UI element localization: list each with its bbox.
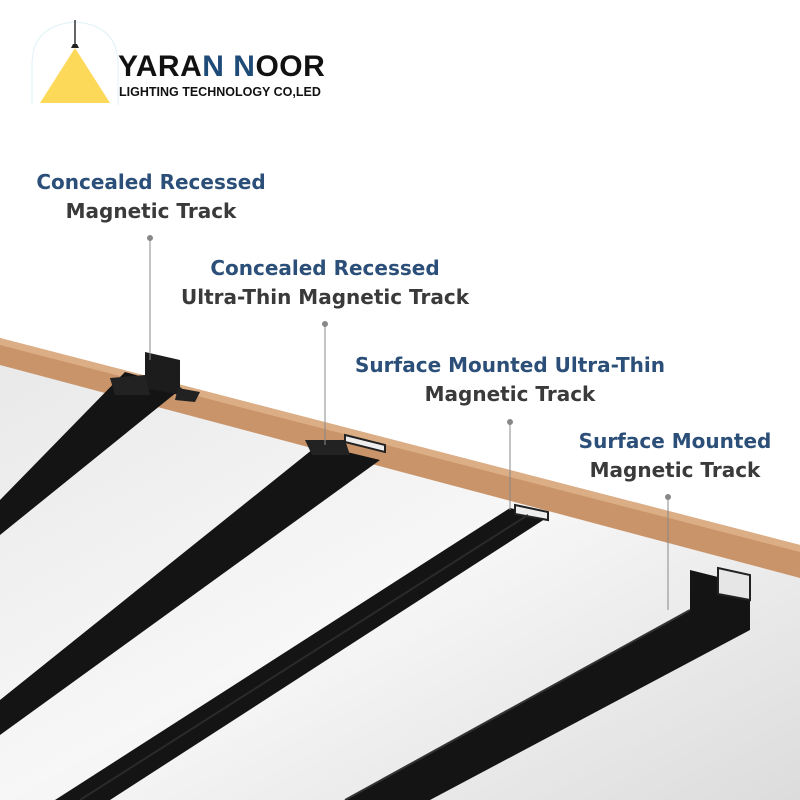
track-concealed-recessed [0, 352, 200, 535]
label-concealed-recessed: Concealed Recessed Magnetic Track [20, 168, 282, 226]
wood-beam-top [0, 338, 800, 552]
label-surface-ultrathin: Surface Mounted Ultra-Thin Magnetic Trac… [340, 351, 680, 409]
brand-name: YARAN NOOR [118, 50, 325, 84]
company-logo: YARAN NOOR LIGHTING TECHNOLOGY CO,LED [30, 20, 330, 110]
brand-suffix: OOR [255, 50, 326, 83]
leader-lines [147, 235, 671, 610]
brand-space [224, 50, 233, 83]
brand-n1: N [202, 50, 225, 83]
label-surface-mounted: Surface Mounted Magnetic Track [560, 427, 790, 485]
brand-n2: N [233, 50, 256, 83]
pendant-lamp-icon [31, 20, 119, 105]
wood-beam [0, 338, 800, 578]
label-subtitle: Magnetic Track [589, 458, 761, 482]
label-title: Concealed Recessed [210, 256, 440, 280]
track-surface-mounted [344, 566, 751, 800]
label-title: Concealed Recessed [36, 170, 266, 194]
track-concealed-ultrathin [0, 433, 386, 735]
label-subtitle: Magnetic Track [65, 199, 237, 223]
brand-subtitle: LIGHTING TECHNOLOGY CO,LED [119, 85, 321, 99]
label-concealed-ultrathin: Concealed Recessed Ultra-Thin Magnetic T… [160, 254, 490, 312]
label-title: Surface Mounted [578, 429, 772, 453]
label-subtitle: Magnetic Track [424, 382, 596, 406]
track-surface-ultrathin [55, 503, 549, 800]
label-title: Surface Mounted Ultra-Thin [355, 353, 665, 377]
label-subtitle: Ultra-Thin Magnetic Track [180, 285, 470, 309]
brand-prefix: YARA [118, 50, 203, 83]
